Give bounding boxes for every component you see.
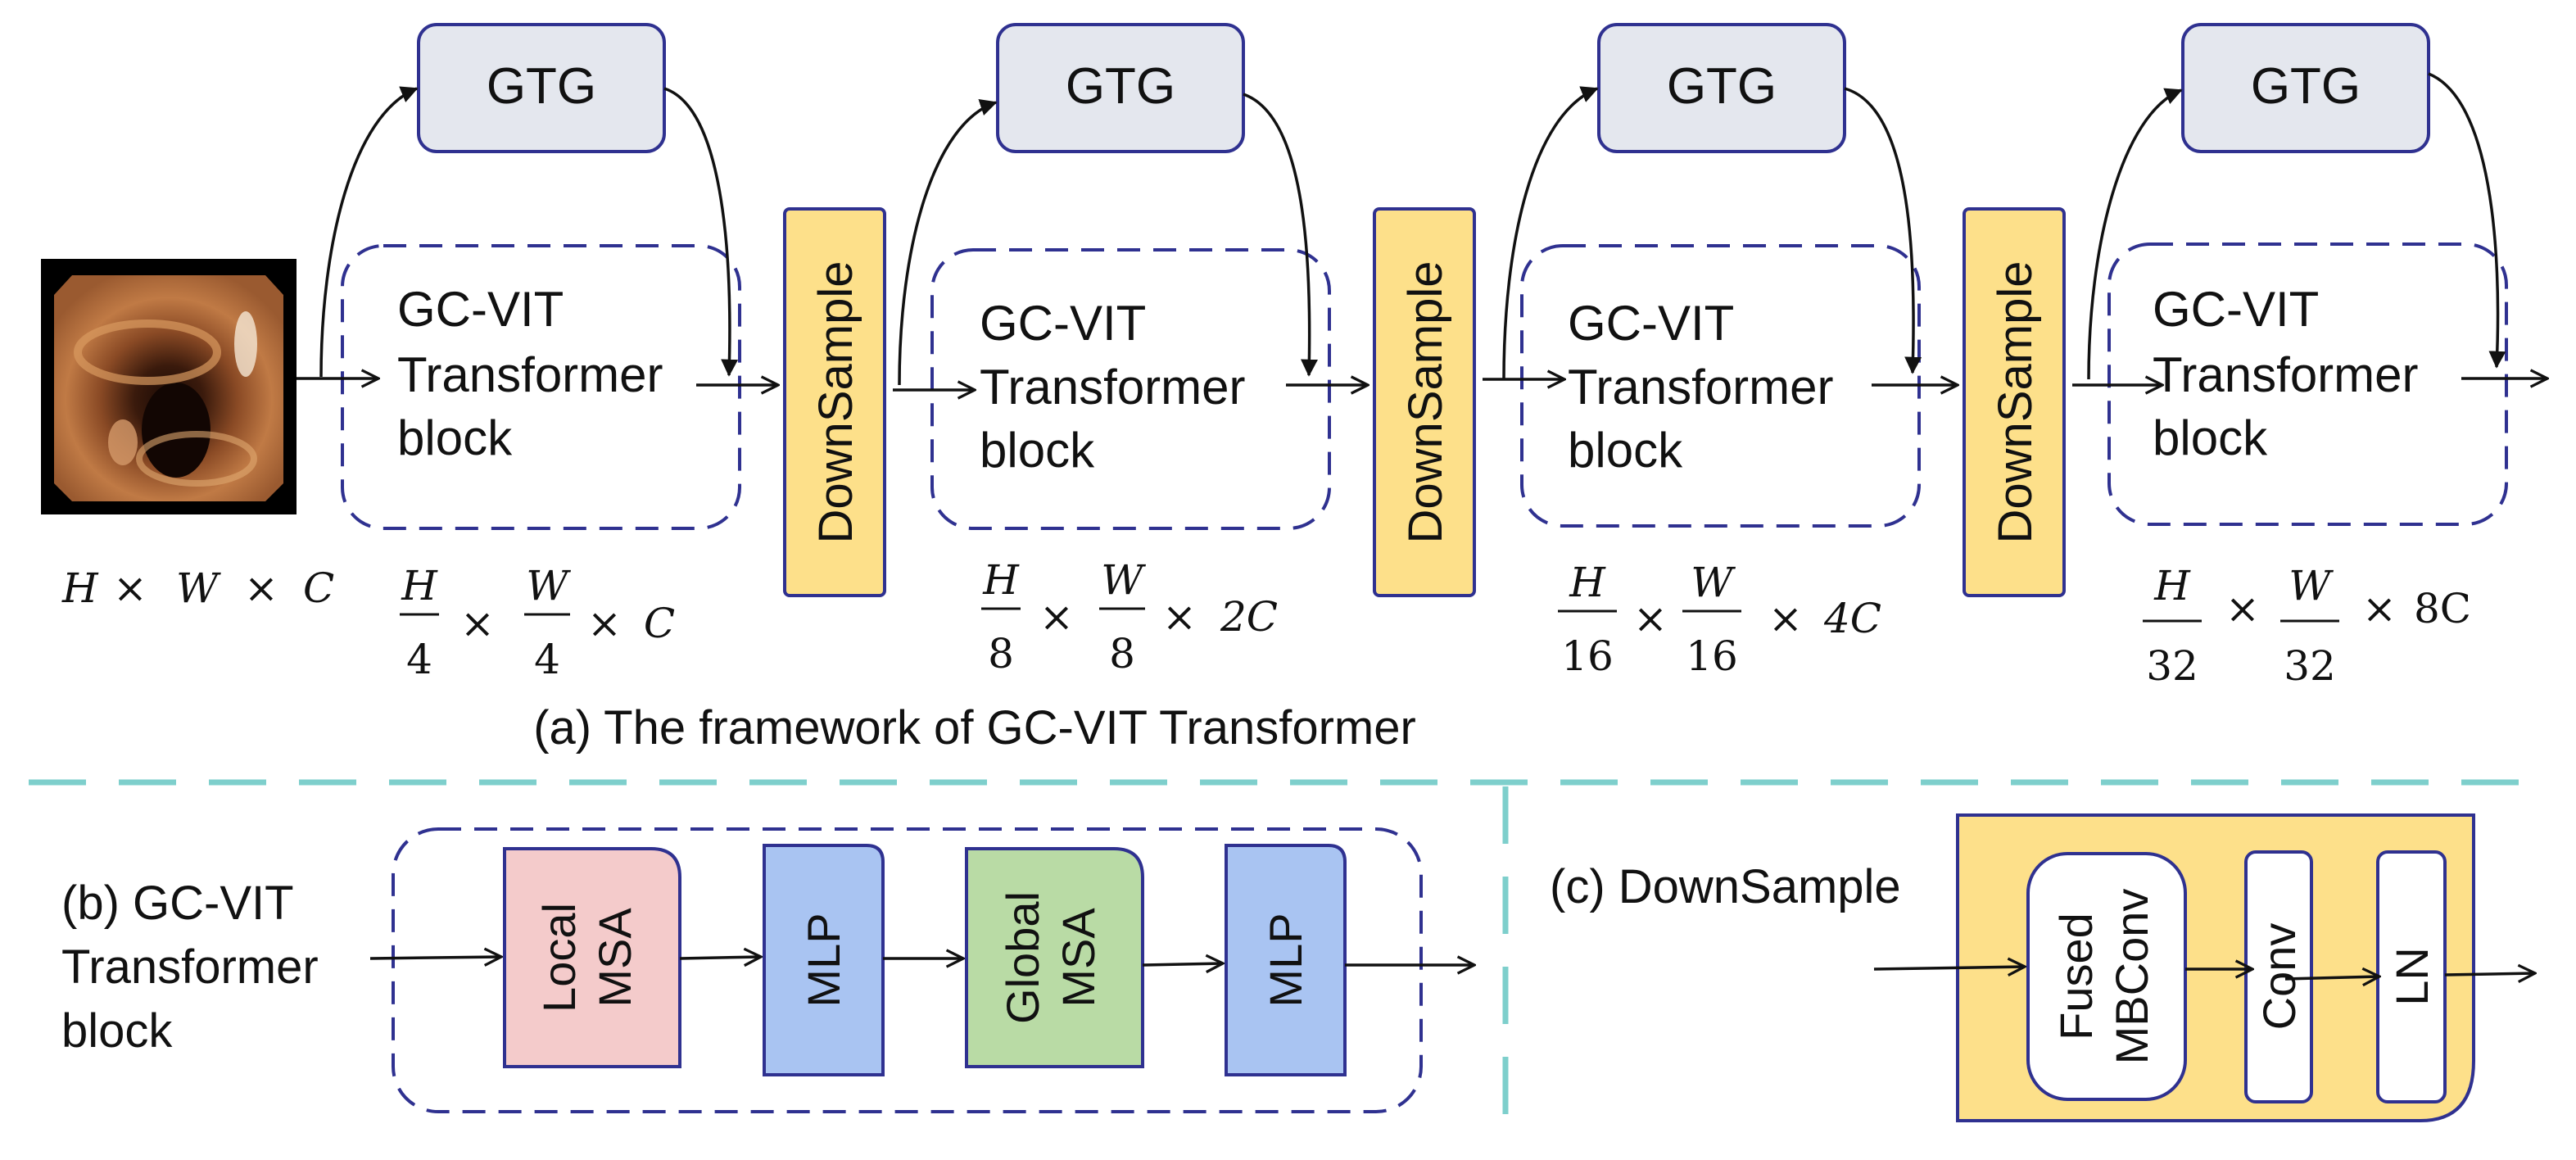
stage-dims-2: H 8 × W 8 × 2C: [981, 556, 1278, 677]
ln-box: LN: [2376, 850, 2447, 1103]
svg-text:MBConv: MBConv: [2106, 889, 2157, 1065]
svg-text:W: W: [1691, 559, 1736, 606]
stage-dims-4: H 32 × W 32 × 8C: [2143, 562, 2471, 690]
svg-text:×: ×: [1039, 593, 1074, 641]
svg-text:GC-VIT: GC-VIT: [2153, 282, 2319, 337]
gtg-curve-arrows: [319, 72, 2506, 386]
gtg-box-3: GTG: [1597, 23, 1846, 153]
svg-text:W: W: [526, 562, 571, 609]
downsample-bar-3: DownSample: [1963, 207, 2066, 597]
svg-text:Transformer: Transformer: [980, 360, 1246, 415]
transformer-block-2: GC-VIT Transformer block: [930, 248, 1331, 530]
svg-text:2C: 2C: [1220, 593, 1278, 641]
svg-text:DownSample: DownSample: [1399, 261, 1452, 544]
svg-text:(b) GC-VIT: (b) GC-VIT: [61, 877, 294, 930]
svg-text:×: ×: [1768, 595, 1803, 642]
svg-text:×: ×: [1162, 593, 1197, 641]
svg-text:GTG: GTG: [487, 58, 596, 115]
svg-text:×: ×: [1633, 595, 1668, 642]
downsample-detail-title: (c) DownSample: [1550, 860, 1901, 913]
local-msa-box: Local MSA: [503, 847, 681, 1068]
svg-text:×: ×: [244, 564, 278, 612]
svg-text:×: ×: [113, 564, 147, 612]
svg-text:32: 32: [2284, 642, 2336, 690]
downsample-bar-1: DownSample: [783, 207, 886, 597]
svg-text:MSA: MSA: [1053, 908, 1104, 1008]
svg-text:W: W: [176, 564, 221, 612]
downsample-bar-2: DownSample: [1373, 207, 1476, 597]
svg-text:block: block: [980, 423, 1095, 478]
svg-text:block: block: [397, 410, 513, 465]
svg-text:×: ×: [460, 600, 495, 647]
framework-caption: (a) The framework of GC-VIT Transformer: [533, 701, 1416, 754]
svg-text:block: block: [2153, 410, 2268, 465]
transformer-block-1: GC-VIT Transformer block: [341, 244, 741, 530]
svg-text:GTG: GTG: [1066, 58, 1175, 115]
svg-text:×: ×: [587, 600, 622, 647]
svg-text:8C: 8C: [2414, 585, 2471, 632]
svg-text:4: 4: [534, 636, 560, 683]
svg-text:MSA: MSA: [589, 908, 641, 1008]
svg-text:GC-VIT: GC-VIT: [980, 296, 1146, 351]
stage-dims-3: H 16 × W 16 × 4C: [1558, 559, 1881, 680]
svg-text:H: H: [2153, 562, 2191, 609]
svg-text:GC-VIT: GC-VIT: [397, 282, 564, 337]
svg-text:H: H: [982, 556, 1020, 604]
gtg-box-4: GTG: [2181, 23, 2430, 153]
svg-text:GTG: GTG: [2251, 58, 2361, 115]
svg-text:DownSample: DownSample: [1989, 261, 2042, 544]
svg-text:Transformer: Transformer: [1568, 360, 1834, 415]
block-detail-title: (b) GC-VIT Transformer block: [61, 877, 319, 1058]
svg-text:Fused: Fused: [2050, 913, 2102, 1040]
svg-text:Local: Local: [533, 903, 585, 1013]
conv-box: Conv: [2244, 850, 2313, 1103]
svg-text:C: C: [644, 600, 675, 647]
svg-text:16: 16: [1686, 632, 1738, 680]
block-detail-arrows: [369, 957, 1474, 965]
svg-text:4C: 4C: [1823, 595, 1881, 642]
svg-text:8: 8: [1109, 630, 1135, 677]
gtg-box-2: GTG: [996, 23, 1245, 153]
svg-text:×: ×: [2225, 585, 2260, 632]
svg-text:LN: LN: [2386, 947, 2438, 1006]
transformer-block-4: GC-VIT Transformer block: [2107, 242, 2508, 526]
downsample-detail-arrows: [1873, 967, 2535, 979]
svg-text:W: W: [2289, 562, 2334, 609]
svg-text:Global: Global: [997, 891, 1048, 1024]
svg-text:Transformer: Transformer: [397, 347, 663, 402]
transformer-block-3: GC-VIT Transformer block: [1520, 244, 1921, 528]
global-msa-box: Global MSA: [965, 847, 1144, 1068]
flow-arrows: [297, 378, 2547, 390]
svg-text:MLP: MLP: [798, 913, 849, 1007]
svg-text:4: 4: [406, 636, 432, 683]
svg-text:GC-VIT: GC-VIT: [1568, 296, 1734, 351]
mlp-box-2: MLP: [1225, 844, 1347, 1076]
svg-text:block: block: [61, 1004, 173, 1058]
stage-dims-1: H 4 × W 4 × C: [400, 562, 675, 683]
mlp-box-1: MLP: [763, 844, 885, 1076]
svg-text:16: 16: [1561, 632, 1614, 680]
input-dimensions: H × W × C: [61, 564, 334, 612]
svg-text:MLP: MLP: [1260, 913, 1311, 1007]
svg-text:H: H: [401, 562, 438, 609]
svg-text:W: W: [1101, 556, 1146, 604]
svg-text:C: C: [303, 564, 334, 612]
gtg-box-1: GTG: [417, 23, 666, 153]
svg-text:Transformer: Transformer: [2153, 347, 2419, 402]
svg-text:block: block: [1568, 423, 1683, 478]
svg-text:Conv: Conv: [2253, 923, 2305, 1031]
svg-text:×: ×: [2362, 585, 2397, 632]
svg-text:H: H: [1569, 559, 1606, 606]
input-image: [41, 259, 297, 514]
svg-text:Transformer: Transformer: [61, 940, 319, 994]
block-detail-container: [392, 827, 1423, 1113]
svg-text:H: H: [61, 564, 99, 612]
fused-mbconv-box: Fused MBConv: [2026, 852, 2187, 1101]
svg-text:DownSample: DownSample: [809, 261, 862, 544]
svg-text:8: 8: [988, 630, 1014, 677]
svg-text:32: 32: [2146, 642, 2198, 690]
svg-text:GTG: GTG: [1667, 58, 1777, 115]
